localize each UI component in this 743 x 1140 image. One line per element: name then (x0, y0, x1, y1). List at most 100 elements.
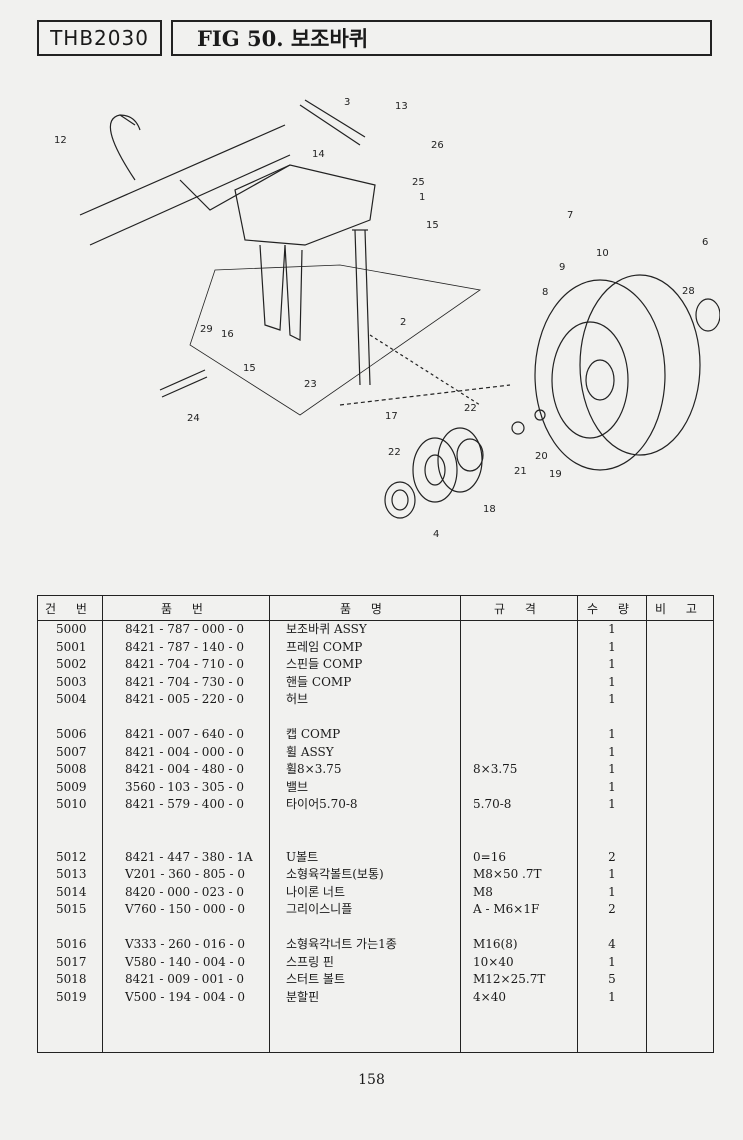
table-cell-spec (473, 726, 577, 744)
callout-label: 22 (464, 403, 477, 414)
table-cell-spec: M16(8) (473, 937, 518, 951)
table-cell-qty: 1 (608, 727, 616, 741)
table-cell-part (125, 709, 269, 727)
header-part-name: 품 명 (269, 595, 461, 621)
figure-title: FIG 50. 보조바퀴 (171, 20, 712, 56)
table-cell-spec (473, 691, 577, 709)
callout-label: 17 (385, 411, 398, 422)
table-cell-spec (473, 709, 577, 727)
page-number: 158 (358, 1072, 385, 1088)
table-cell-part (125, 814, 269, 832)
table-cell-part: 8421 - 009 - 001 - 0 (125, 972, 245, 986)
table-cell-no (56, 709, 102, 727)
callout-label: 26 (431, 140, 444, 151)
table-cell-no: 5017 (56, 954, 87, 969)
table-cell-spec: 8×3.75 (473, 762, 518, 776)
table-cell-spec: 10×40 (473, 954, 514, 969)
table-cell-name: 허브 (286, 692, 309, 706)
table-cell-name: 스프링 핀 (286, 954, 334, 969)
table-cell-spec (473, 919, 577, 937)
table-cell-no: 5010 (56, 797, 87, 811)
callout-label: 16 (221, 329, 234, 340)
table-cell-qty: 1 (608, 797, 616, 811)
table-cell-spec: A - M6×1F (473, 902, 540, 916)
table-cell-qty (578, 919, 646, 937)
model-label: THB2030 (37, 20, 162, 56)
table-cell-spec: M8 (473, 884, 493, 899)
table-cell-name (286, 814, 460, 832)
callout-label: 15 (243, 363, 256, 374)
table-cell-part: 8421 - 447 - 380 - 1A (125, 849, 253, 864)
callout-label: 13 (395, 101, 408, 112)
table-cell-spec (473, 814, 577, 832)
header-spec: 규 격 (460, 595, 578, 621)
table-cell-name: 프레임 COMP (286, 639, 363, 654)
table-cell-spec: 5.70-8 (473, 797, 512, 811)
table-cell-part: 8421 - 704 - 730 - 0 (125, 674, 245, 689)
table-cell-part (125, 831, 269, 849)
table-cell-no: 5004 (56, 692, 87, 706)
table-cell-name: 소형육각너트 가는1종 (286, 937, 397, 951)
table-cell-qty: 1 (608, 779, 616, 794)
table-cell-no: 5015 (56, 902, 87, 916)
table-cell-spec (473, 674, 577, 692)
table-cell-name: 밸브 (286, 779, 309, 794)
table-cell-part: V580 - 140 - 004 - 0 (125, 954, 246, 969)
table-cell-no: 5001 (56, 639, 87, 654)
table-cell-name: 소형육각볼트(보통) (286, 867, 384, 881)
table-cell-part: 8421 - 004 - 000 - 0 (125, 744, 245, 759)
table-cell-no (56, 831, 102, 849)
table-cell-qty: 5 (608, 972, 616, 986)
remarks-column (647, 621, 714, 1053)
table-cell-qty: 1 (608, 954, 616, 969)
table-cell-no: 5012 (56, 849, 87, 864)
callout-label: 24 (187, 413, 200, 424)
table-cell-qty: 1 (608, 762, 616, 776)
table-cell-part: 8421 - 579 - 400 - 0 (125, 797, 245, 811)
table-cell-qty: 1 (608, 622, 616, 636)
table-cell-name: 스터트 볼트 (286, 972, 346, 986)
table-cell-qty: 2 (608, 902, 616, 916)
header-part-no: 품 번 (102, 595, 270, 621)
table-cell-spec (473, 621, 577, 639)
table-cell-part: V500 - 194 - 004 - 0 (125, 989, 246, 1004)
table-cell-name: 분할핀 (286, 989, 320, 1004)
callout-label: 9 (559, 262, 565, 273)
table-cell-name: 휠 ASSY (286, 744, 334, 759)
table-cell-part: 8421 - 005 - 220 - 0 (125, 692, 245, 706)
exploded-parts-diagram: 3 13 12 14 26 25 1 15 7 6 9 10 28 8 2 29… (54, 97, 720, 540)
table-cell-part: 3560 - 103 - 305 - 0 (125, 779, 245, 794)
table-cell-no: 5006 (56, 727, 87, 741)
table-cell-no: 5019 (56, 989, 87, 1004)
header-item-no: 건 번 (37, 595, 103, 621)
callout-label: 20 (535, 451, 548, 462)
table-cell-part: 8421 - 787 - 140 - 0 (125, 639, 245, 654)
table-cell-spec (473, 639, 577, 657)
table-cell-part (125, 919, 269, 937)
callout-label: 12 (54, 135, 67, 146)
table-cell-part: 8421 - 787 - 000 - 0 (125, 622, 245, 636)
table-cell-qty (578, 831, 646, 849)
table-cell-qty: 1 (608, 639, 616, 654)
header-remarks: 비 고 (646, 595, 714, 621)
table-cell-spec (473, 831, 577, 849)
callout-label: 22 (388, 447, 401, 458)
table-cell-name: 휠8×3.75 (286, 762, 342, 776)
table-header-row: 건 번 품 번 품 명 규 격 수 량 비 고 (37, 595, 714, 621)
callout-label: 14 (312, 149, 325, 160)
table-cell-name (286, 919, 460, 937)
table-cell-name: 핸들 COMP (286, 674, 352, 689)
table-cell-no: 5008 (56, 762, 87, 776)
table-cell-spec: M8×50 .7T (473, 867, 542, 881)
table-cell-qty: 1 (608, 744, 616, 759)
table-cell-qty: 1 (608, 884, 616, 899)
table-cell-part: 8421 - 704 - 710 - 0 (125, 657, 245, 671)
table-cell-name: U볼트 (286, 849, 319, 864)
callout-label: 21 (514, 466, 527, 477)
callout-label: 6 (702, 237, 708, 248)
callout-label: 15 (426, 220, 439, 231)
table-cell-qty: 4 (608, 937, 616, 951)
